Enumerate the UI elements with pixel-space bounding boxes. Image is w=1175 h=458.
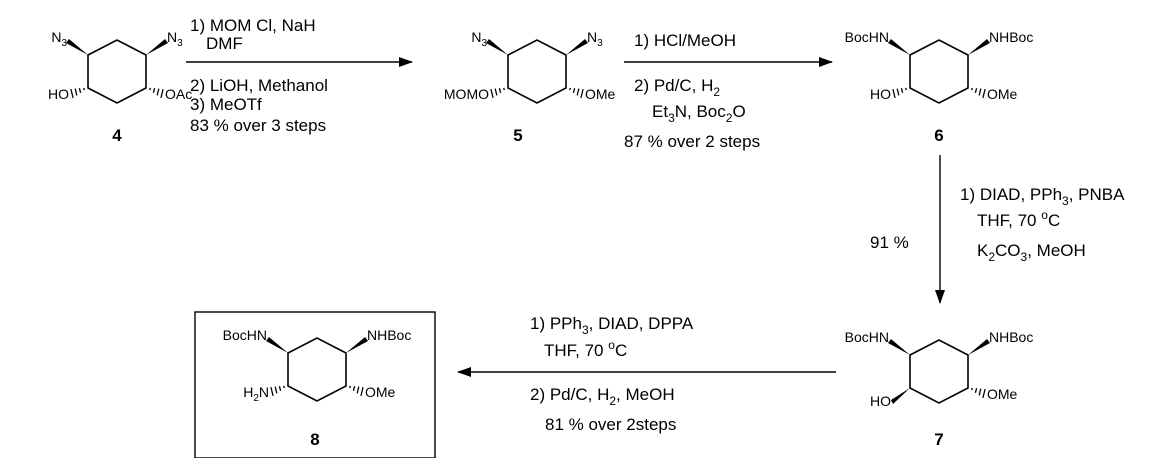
hash-bond <box>70 87 85 99</box>
substituent-label: N3​ <box>167 29 183 49</box>
compound-8: BocHN NHBoc H2​N OMe 8 <box>223 327 412 449</box>
hash-bond <box>971 387 986 399</box>
hash-bond <box>490 87 505 99</box>
hash-bond <box>971 87 986 99</box>
condition-text: 3) MeOTf <box>190 95 262 114</box>
compound-number: 4 <box>112 126 122 145</box>
substituent-label: OMe <box>987 386 1018 402</box>
condition-text: K2​CO3​, MeOH <box>977 241 1086 264</box>
hash-bond <box>270 385 285 397</box>
substituent-label: N3​ <box>51 29 67 49</box>
compound-5: N3​ N3​ MOMO OMe 5 <box>444 29 616 145</box>
substituent-label: HO <box>48 86 69 102</box>
substituent-label: HO <box>870 393 891 409</box>
compound-number: 7 <box>934 430 943 449</box>
product-box <box>194 311 436 458</box>
substituent-label: OAc <box>165 86 192 102</box>
condition-text: 1) MOM Cl, NaH <box>190 16 316 35</box>
substituent-label: OMe <box>987 86 1018 102</box>
hash-bond <box>892 87 907 99</box>
yield-text: 91 % <box>870 233 909 252</box>
substituent-label: N3​ <box>471 29 487 49</box>
substituent-label: H2​N <box>243 384 269 404</box>
substituent-label: OMe <box>365 384 396 400</box>
compound-7: BocHN NHBoc HO OMe 7 <box>845 329 1034 449</box>
reaction-arrow-3: 91 % 1) DIAD, PPh3​, PNBA THF, 70 oC K2​… <box>870 155 1125 304</box>
reaction-arrow-1: 1) MOM Cl, NaH DMF 2) LiOH, Methanol 3) … <box>186 16 413 135</box>
substituent-label: N3​ <box>587 29 603 49</box>
compound-number: 6 <box>934 126 943 145</box>
compound-number: 8 <box>310 430 319 449</box>
substituent-label: BocHN <box>845 329 889 345</box>
hash-bond <box>349 385 364 397</box>
compound-4: N3​ N3​ HO OAc 4 <box>48 29 192 145</box>
condition-text: 83 % over 3 steps <box>190 116 326 135</box>
condition-text: DMF <box>206 34 243 53</box>
reaction-arrow-2: 1) HCl/MeOH 2) Pd/C, H2​ Et3​N, Boc2​O 8… <box>624 31 833 151</box>
compound-6: BocHN NHBoc HO OMe 6 <box>845 29 1034 145</box>
substituent-label: MOMO <box>444 86 489 102</box>
substituent-label: BocHN <box>223 327 267 343</box>
substituent-label: OMe <box>585 86 616 102</box>
wedge-bond <box>891 388 910 404</box>
condition-text: Et3​N, Boc2​O <box>652 102 746 125</box>
reaction-arrow-4: 1) PPh3​, DIAD, DPPA THF, 70 oC 2) Pd/C,… <box>457 314 836 434</box>
substituent-label: HO <box>870 86 891 102</box>
condition-text: 87 % over 2 steps <box>624 132 760 151</box>
condition-text: 1) HCl/MeOH <box>634 31 736 50</box>
substituent-label: BocHN <box>845 29 889 45</box>
condition-text: 1) PPh3​, DIAD, DPPA <box>530 314 694 337</box>
substituent-label: NHBoc <box>989 29 1033 45</box>
substituent-label: NHBoc <box>367 327 411 343</box>
substituent-label: NHBoc <box>989 329 1033 345</box>
condition-text: THF, 70 oC <box>977 208 1060 230</box>
condition-text: 1) DIAD, PPh3​, PNBA <box>960 185 1125 208</box>
condition-text: THF, 70 oC <box>544 338 627 360</box>
condition-text: 2) Pd/C, H2​ <box>634 76 720 99</box>
condition-text: 2) LiOH, Methanol <box>190 76 328 95</box>
compound-number: 5 <box>513 126 522 145</box>
hash-bond <box>569 87 584 99</box>
condition-text: 2) Pd/C, H2​, MeOH <box>530 385 675 408</box>
condition-text: 81 % over 2steps <box>545 415 676 434</box>
hash-bond <box>149 87 164 99</box>
